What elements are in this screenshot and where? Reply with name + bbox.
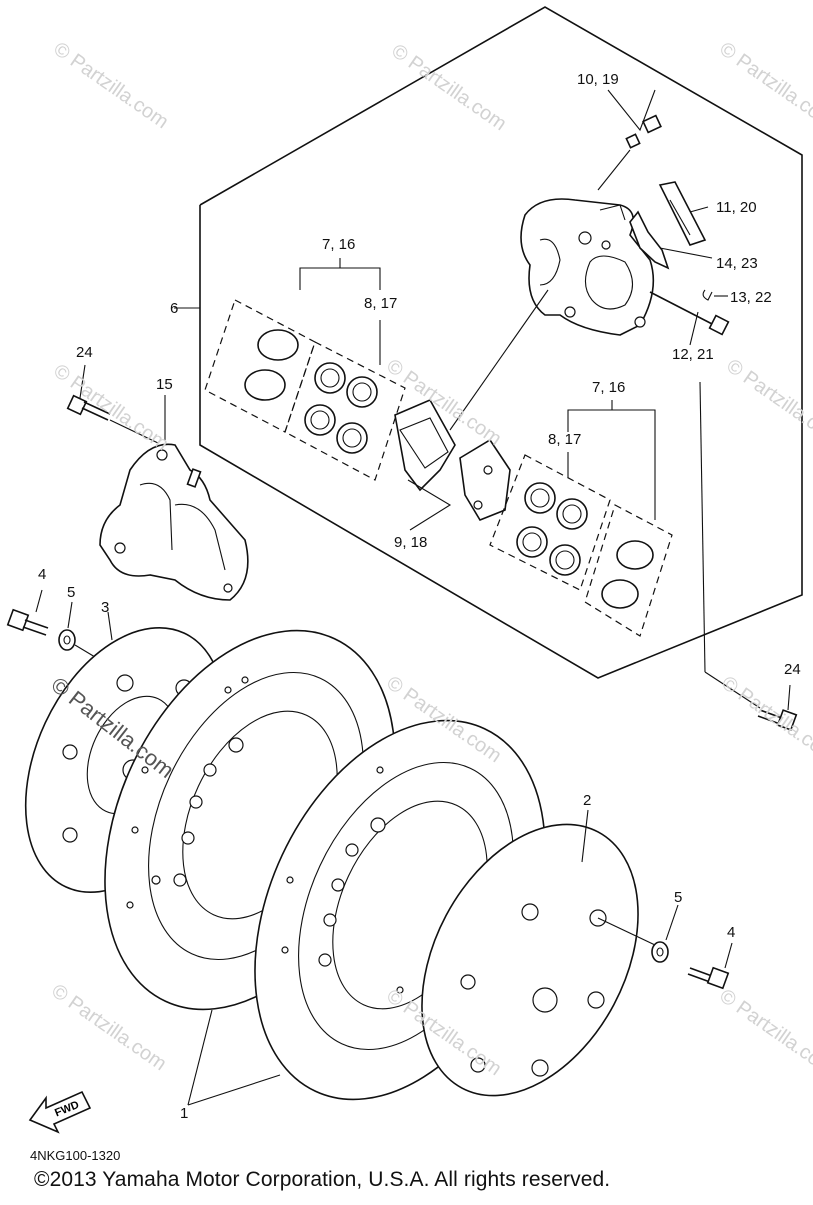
callout-15: 15: [156, 376, 173, 393]
callout-10-19: 10, 19: [577, 71, 619, 88]
washer-illustration: [597, 904, 679, 963]
callout-7-16: 7, 16: [322, 236, 356, 253]
callout-6: 6: [170, 300, 179, 317]
caliper-assembly-outline: [199, 6, 803, 679]
bleed-screw-illustration: [597, 89, 662, 191]
callout-8-17: 8, 17: [364, 295, 398, 312]
diagram-code: 4NKG100-1320: [30, 1148, 121, 1163]
callout-2: 2: [583, 792, 592, 809]
callout-4: 4: [727, 924, 736, 941]
callout-24: 24: [76, 344, 93, 361]
pad-pin-illustration: [649, 289, 730, 346]
callout-13-22: 13, 22: [730, 289, 772, 306]
callout-4: 4: [38, 566, 47, 583]
callout-9-18: 9, 18: [394, 534, 428, 551]
seal-illustration: [304, 362, 378, 454]
piston-group-lower: [489, 381, 761, 709]
callout-11-20: 11, 20: [716, 199, 757, 216]
callout-3: 3: [101, 599, 110, 616]
callout-8-17: 8, 17: [548, 431, 582, 448]
copyright-notice: ©2013 Yamaha Motor Corporation, U.S.A. A…: [34, 1168, 611, 1191]
pad-support-illustration: [629, 210, 713, 270]
callout-12-21: 12, 21: [672, 346, 714, 363]
fwd-arrow-icon: FWD: [28, 1090, 92, 1134]
callout-24: 24: [784, 661, 801, 678]
disc-leader-lines: [174, 307, 281, 1106]
left-caliper-illustration: [99, 395, 249, 601]
caliper-bolt-illustration: [66, 364, 159, 444]
disc-bolt-illustration: [687, 942, 733, 990]
callout-5: 5: [67, 584, 76, 601]
seal-illustration: [516, 482, 588, 576]
caliper-body-illustration: [520, 198, 655, 336]
piston-group-upper: [204, 258, 406, 481]
piston-illustration: [244, 329, 299, 401]
caliper-bolt-illustration: [757, 684, 798, 731]
callout-5: 5: [674, 889, 683, 906]
callout-1: 1: [180, 1105, 189, 1122]
piston-illustration: [601, 540, 654, 609]
disc-bolt-illustration: [6, 589, 49, 636]
disc-cover-illustration: [421, 809, 639, 1097]
callout-14-23: 14, 23: [716, 255, 758, 272]
pad-spring-illustration: [658, 181, 709, 246]
callout-7-16: 7, 16: [592, 379, 626, 396]
brake-pads-illustration: [394, 289, 549, 531]
